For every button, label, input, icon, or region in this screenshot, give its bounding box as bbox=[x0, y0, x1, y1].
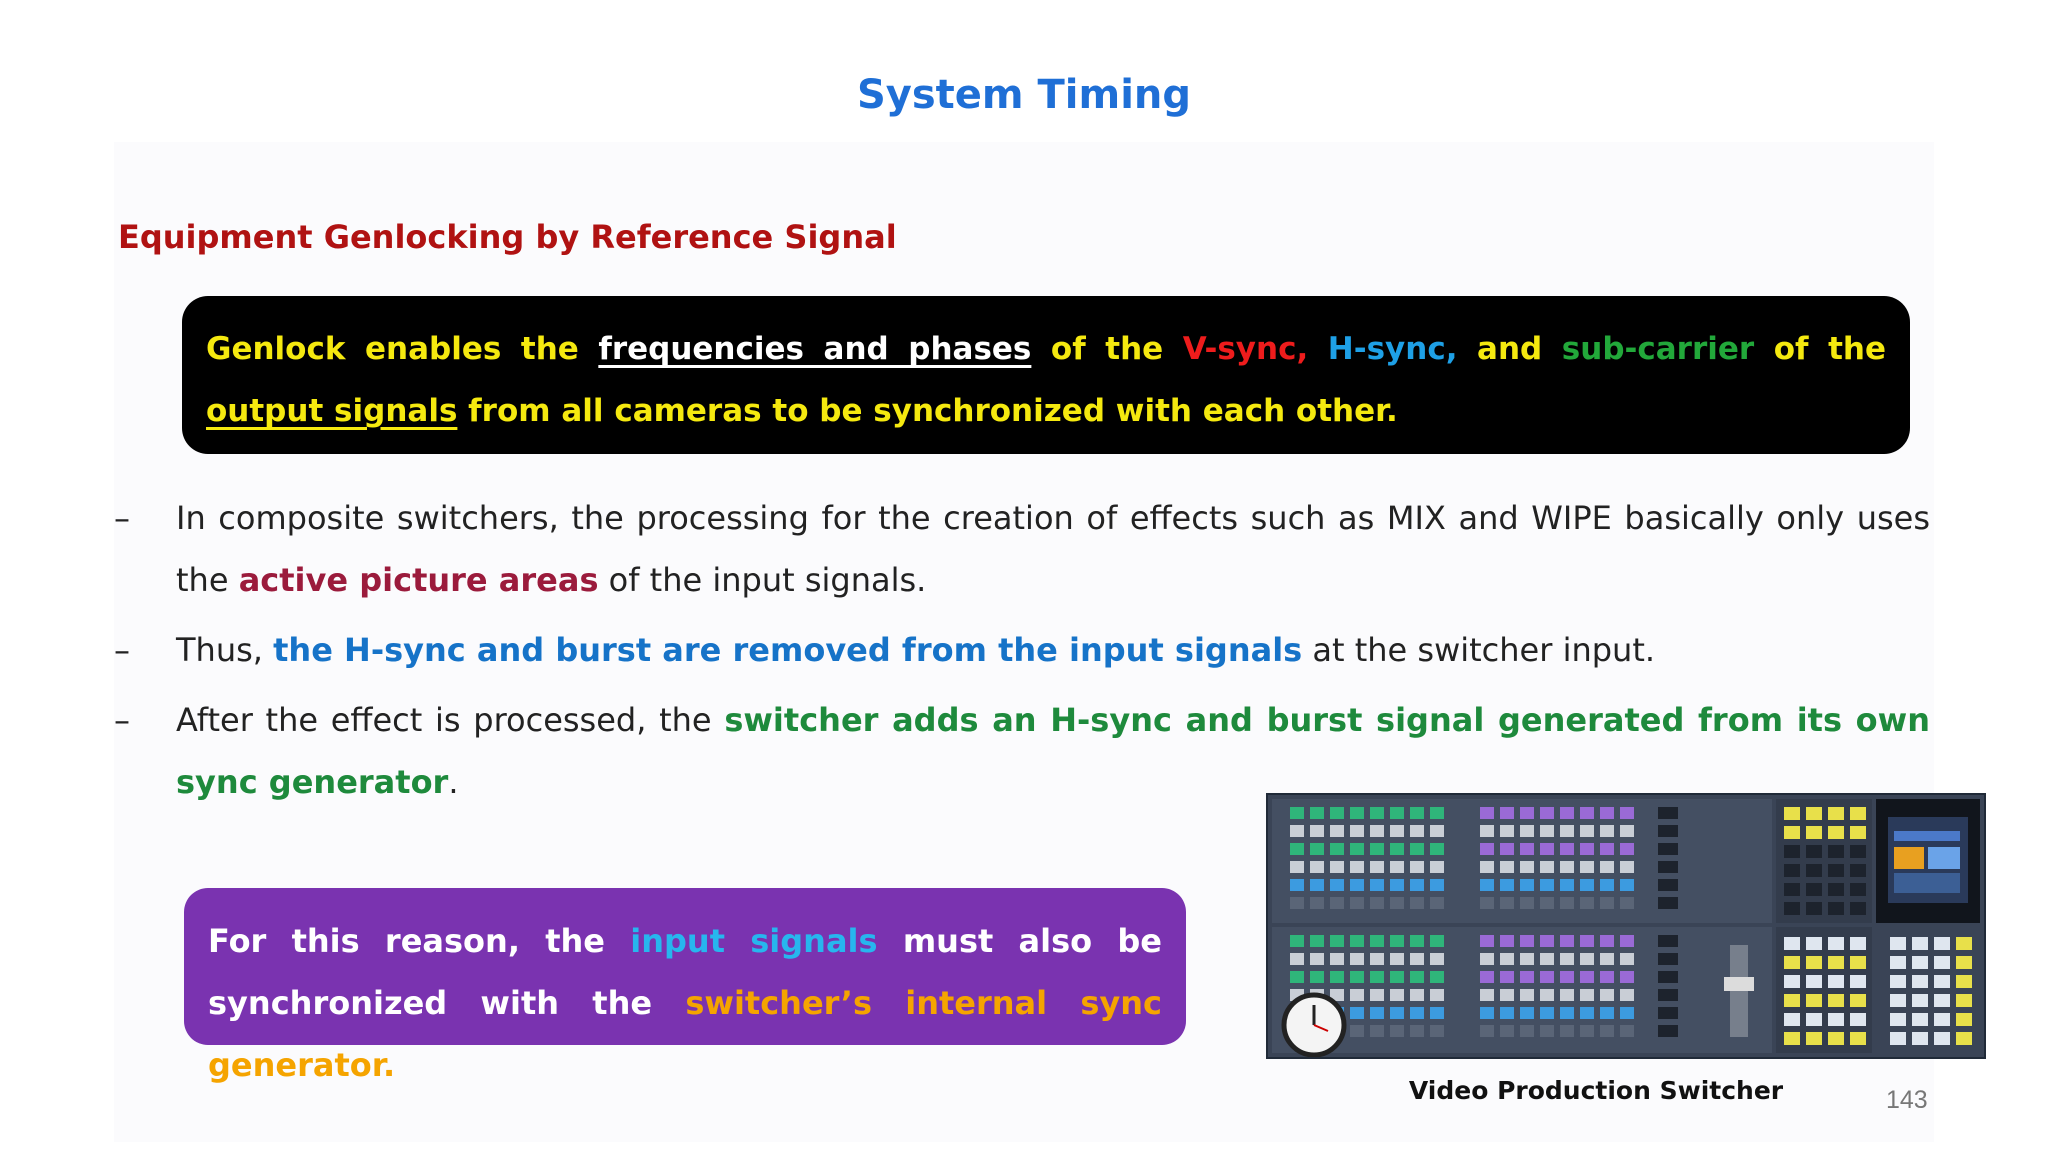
bullet-text: of the input signals. bbox=[598, 561, 927, 599]
callout-hsync-term: H-sync, bbox=[1327, 331, 1458, 367]
slide-title: System Timing bbox=[856, 72, 1192, 118]
callout-underlined-term: frequencies and phases bbox=[598, 331, 1032, 367]
bullet-highlight: switcher adds an H-sync and burst signal… bbox=[176, 701, 1931, 801]
callout-output-signals-term: output signals bbox=[206, 393, 458, 429]
bullet-text: . bbox=[448, 763, 459, 801]
sync-reason-callout: For this reason, the input signals must … bbox=[184, 888, 1186, 1084]
bullet-dash: – bbox=[114, 631, 130, 669]
bullet-highlight: active picture areas bbox=[238, 561, 599, 599]
bullet-item: – In composite switchers, the processing… bbox=[114, 487, 1930, 611]
callout-text: must also be synchronized with the bbox=[208, 922, 1163, 1022]
bullet-list: – In composite switchers, the processing… bbox=[114, 487, 1930, 821]
callout-input-signals-term: input signals bbox=[630, 922, 878, 960]
callout-text: of the bbox=[1754, 331, 1886, 367]
bullet-text: at the switcher input. bbox=[1302, 631, 1656, 669]
switcher-illustration bbox=[1268, 795, 1984, 1057]
switcher-buttons bbox=[1290, 807, 1972, 1045]
callout-text: of the bbox=[1031, 331, 1183, 367]
callout-space bbox=[1308, 331, 1328, 367]
section-heading: Equipment Genlocking by Reference Signal bbox=[118, 218, 897, 256]
bullet-dash: – bbox=[114, 499, 130, 537]
callout-text: and bbox=[1457, 331, 1562, 367]
image-caption: Video Production Switcher bbox=[1408, 1076, 1784, 1105]
bullet-text: Thus, bbox=[176, 631, 274, 669]
callout-vsync-term: V-sync, bbox=[1182, 331, 1309, 367]
bullet-item: – Thus, the H-sync and burst are removed… bbox=[114, 619, 1930, 681]
page-number: 143 bbox=[1886, 1086, 1928, 1114]
genlock-definition-callout: Genlock enables the frequencies and phas… bbox=[182, 296, 1910, 454]
callout-text: For this reason, the bbox=[208, 922, 631, 960]
callout-text: Genlock enables the bbox=[206, 331, 599, 367]
bullet-text: In composite switchers, the processing f… bbox=[176, 499, 1930, 599]
bullet-text: After the effect is processed, the bbox=[176, 701, 725, 739]
callout-sync-generator-term: switcher’s internal sync generator. bbox=[208, 984, 1163, 1084]
bullet-highlight: the H-sync and burst are removed from th… bbox=[273, 631, 1303, 669]
callout-text: from all cameras to be synchronized with… bbox=[457, 393, 1398, 429]
bullet-dash: – bbox=[114, 701, 130, 739]
bullet-item: – After the effect is processed, the swi… bbox=[114, 689, 1930, 813]
callout-subcarrier-term: sub-carrier bbox=[1561, 331, 1755, 367]
switcher-photo bbox=[1266, 793, 1986, 1059]
